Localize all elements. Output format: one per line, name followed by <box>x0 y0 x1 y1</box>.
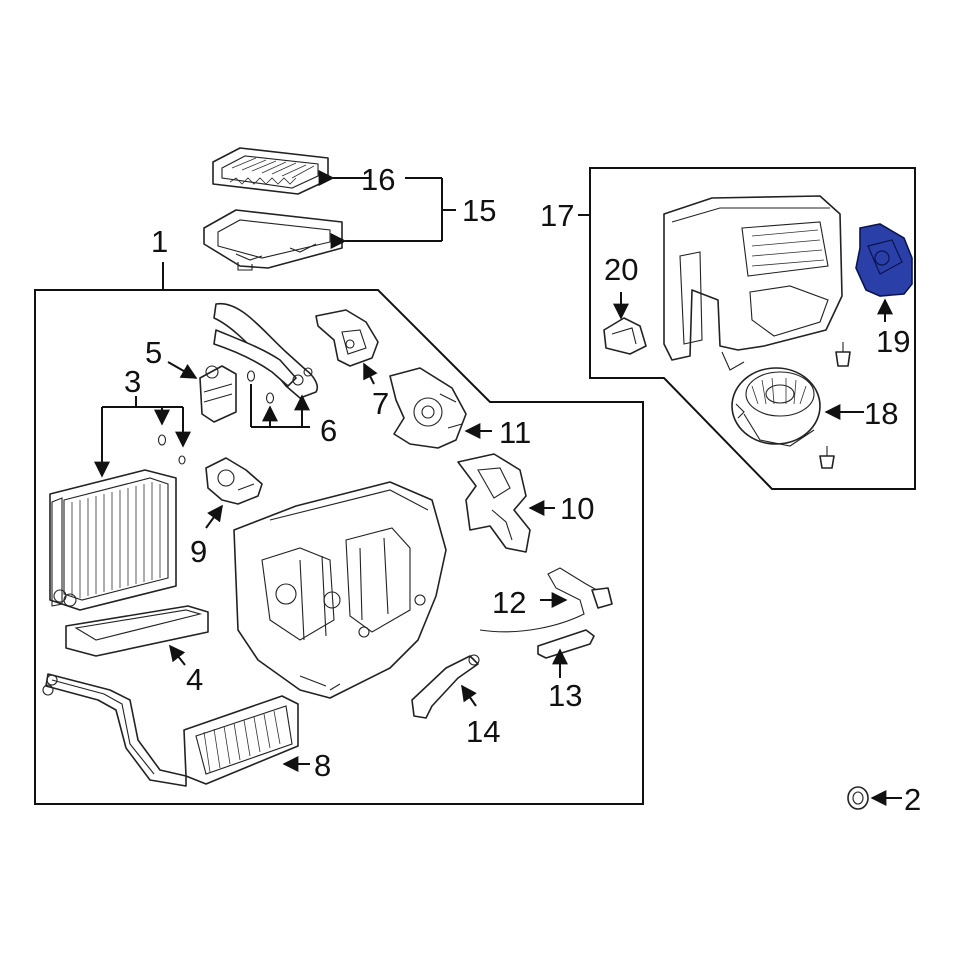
screw-top <box>835 342 851 367</box>
callout-7: 7 <box>372 386 389 421</box>
resistor-part-20 <box>603 317 647 355</box>
filter-part-16 <box>212 147 329 195</box>
servo-part-9 <box>205 457 263 505</box>
servo-part-11 <box>389 367 467 449</box>
callout-8: 8 <box>314 748 331 783</box>
expansion-valve-part-5 <box>199 365 237 423</box>
heater-core-part-8 <box>42 673 299 787</box>
bracket-part-10 <box>457 453 531 553</box>
callout-3: 3 <box>124 364 141 399</box>
callout-5: 5 <box>145 335 162 370</box>
callout-15: 15 <box>462 193 496 228</box>
hose-part-13 <box>537 629 595 659</box>
assembly-frame-1 <box>34 289 644 805</box>
heater-housing <box>233 481 447 699</box>
actuator-part-19-highlighted <box>855 223 913 297</box>
callout-4: 4 <box>186 662 203 697</box>
callout-14: 14 <box>466 714 500 749</box>
filter-case-part-15 <box>203 209 343 271</box>
blower-motor-part-18 <box>731 367 821 447</box>
wiring-part-12 <box>479 567 613 633</box>
callout-20: 20 <box>604 252 638 287</box>
callout-18: 18 <box>864 396 898 431</box>
callout-2: 2 <box>904 782 921 817</box>
evaporator-part-3 <box>49 469 177 611</box>
screw-bottom <box>819 446 835 469</box>
blower-case <box>663 195 843 371</box>
callout-17: 17 <box>540 198 574 233</box>
callout-11: 11 <box>499 415 531 450</box>
callout-12: 12 <box>492 585 526 620</box>
callout-19: 19 <box>876 324 910 359</box>
callout-9: 9 <box>190 534 207 569</box>
grommet-part-2 <box>847 786 869 810</box>
callout-6: 6 <box>320 413 337 448</box>
callout-1: 1 <box>151 224 168 259</box>
blower-frame-17 <box>589 167 916 490</box>
drain-hose-part-14 <box>411 654 480 719</box>
callout-10: 10 <box>560 491 594 526</box>
callout-16: 16 <box>361 162 395 197</box>
callout-13: 13 <box>548 678 582 713</box>
damper-servo-part-7 <box>315 309 379 367</box>
drain-tray-part-4 <box>65 605 209 657</box>
tube-part-6 <box>213 302 319 399</box>
